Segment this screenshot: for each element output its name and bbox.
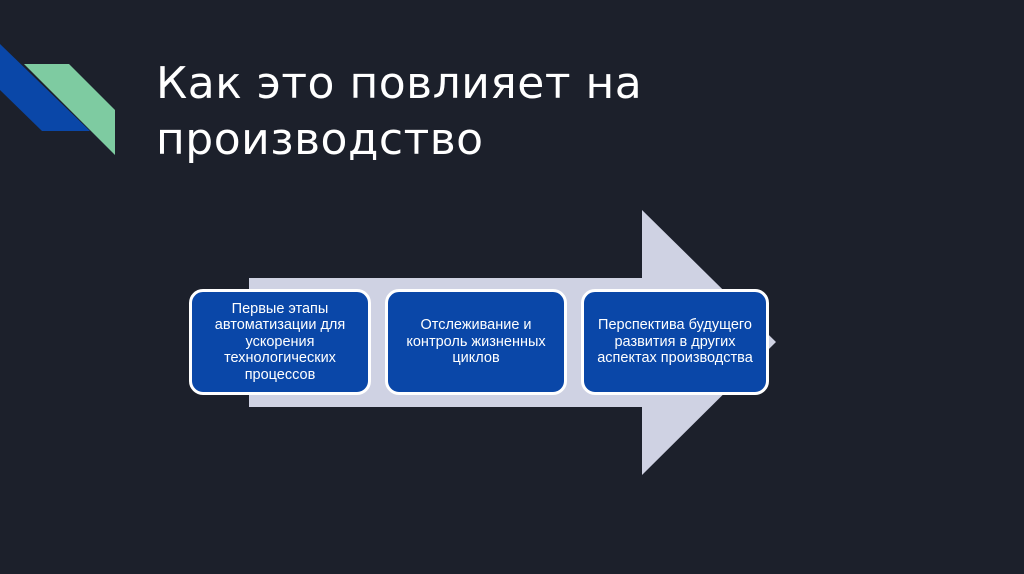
title-line-2: производство [156,114,484,165]
title-line-1: Как это повлияет на [156,58,643,109]
green-stripe-shape [24,64,115,155]
process-step-3-label: Перспектива будущего развития в других а… [597,317,753,367]
process-step-2-label: Отслеживание и контроль жизненных циклов [406,317,546,367]
process-step-2: Отслеживание и контроль жизненных циклов [385,289,567,395]
process-step-1-label: Первые этапы автоматизации для ускорения… [214,300,346,383]
process-step-1: Первые этапы автоматизации для ускорения… [189,289,371,395]
corner-decoration [0,44,115,155]
page-title: Как это повлияет на производство [156,56,856,168]
process-step-3: Перспектива будущего развития в других а… [581,289,769,395]
blue-stripe-shape [0,44,90,131]
